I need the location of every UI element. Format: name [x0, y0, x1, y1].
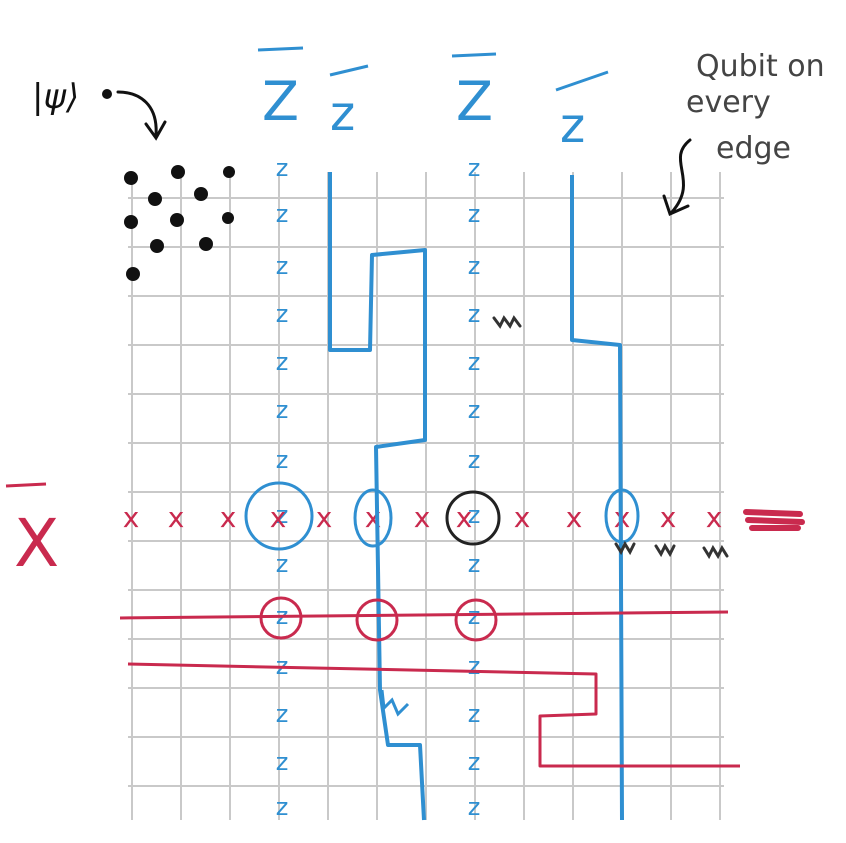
red-circle-3: [454, 598, 498, 642]
z-label: z: [276, 501, 289, 529]
zbar-label-4: z: [560, 98, 585, 154]
red-x-string-1: [119, 610, 729, 620]
z-label: z: [468, 154, 481, 182]
intersection-circles: [244, 481, 640, 642]
z-label: z: [468, 300, 481, 328]
zbar-label-1: Z: [262, 70, 299, 133]
x-label: x: [414, 501, 431, 534]
note-arrow: [662, 138, 692, 217]
z-label: z: [468, 501, 481, 529]
note-line-1: Qubit on: [696, 49, 825, 84]
x-label: x: [168, 501, 185, 534]
z-label: z: [468, 396, 481, 424]
scribble-marks: [492, 315, 729, 560]
z-label: z: [276, 348, 289, 376]
z-label: z: [276, 396, 289, 424]
z-label: z: [468, 793, 481, 821]
x-label: x: [123, 501, 140, 534]
z-label: z: [468, 252, 481, 280]
x-label: x: [456, 501, 473, 534]
z-label: z: [276, 748, 289, 776]
blue-loop-path: [328, 172, 427, 821]
black-circle: [445, 490, 501, 546]
state-dot: [102, 89, 112, 99]
blue-circle-large: [244, 481, 314, 551]
z-label: z: [276, 793, 289, 821]
blue-circle-small: [353, 488, 393, 548]
z-label: z: [468, 652, 481, 680]
z-label: z: [468, 700, 481, 728]
blue-z-string-right: [570, 175, 624, 821]
zbar-label-3: Z: [456, 70, 493, 133]
z-label: z: [468, 200, 481, 228]
logical-z-labels: Z z Z z: [257, 46, 609, 154]
z-label: z: [276, 200, 289, 228]
x-label: x: [566, 501, 583, 534]
z-label: z: [276, 700, 289, 728]
x-label: x: [270, 501, 287, 534]
logical-x-label: X: [5, 482, 59, 582]
blue-squiggle: [380, 689, 410, 717]
zbar-label-2: z: [330, 86, 355, 142]
red-x-string-2: [127, 662, 740, 768]
z-label: z: [468, 748, 481, 776]
x-label: x: [660, 501, 677, 534]
z-label: z: [276, 154, 289, 182]
qubit-dot-cluster: [124, 165, 235, 281]
state-label: |ψ⟩: [32, 77, 79, 117]
state-arrow: [116, 90, 167, 141]
z-label: z: [276, 300, 289, 328]
x-label: x: [316, 501, 333, 534]
z-label: z: [468, 446, 481, 474]
red-circle-2: [355, 598, 399, 642]
red-circle-1: [259, 596, 303, 640]
note-line-2: every: [686, 85, 771, 120]
note-line-3: edge: [716, 131, 791, 166]
blue-circle-right: [604, 488, 640, 544]
xbar-label: X: [14, 505, 59, 582]
z-label: z: [276, 446, 289, 474]
x-label: x: [706, 501, 723, 534]
z-label: z: [468, 348, 481, 376]
z-label: z: [468, 550, 481, 578]
red-endpoint-blob: [743, 509, 805, 531]
z-label: z: [276, 550, 289, 578]
x-label: x: [514, 501, 531, 534]
x-label: x: [220, 501, 237, 534]
z-label: z: [276, 252, 289, 280]
